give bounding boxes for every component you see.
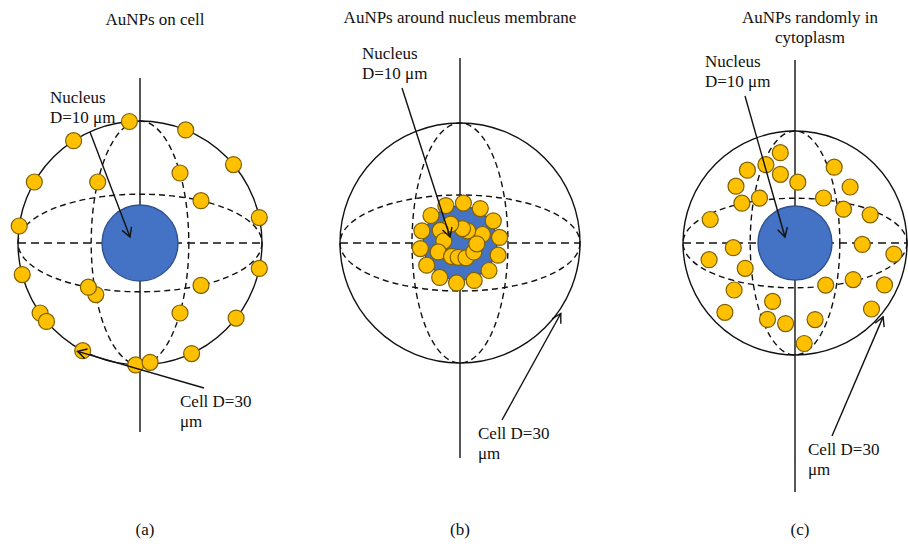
leader-arrow <box>502 314 561 421</box>
gold-nanoparticle <box>472 201 488 217</box>
nucleus <box>102 205 178 281</box>
gold-nanoparticle <box>772 145 788 161</box>
gold-nanoparticle <box>862 207 878 223</box>
gold-nanoparticle <box>432 269 448 285</box>
gold-nanoparticle <box>492 229 508 245</box>
dashed-ellipse <box>683 198 907 288</box>
leader-arrow <box>90 132 130 237</box>
gold-nanoparticle <box>842 179 858 195</box>
gold-nanoparticle <box>790 174 806 190</box>
leader-arrow <box>402 88 450 237</box>
gold-nanoparticle <box>845 272 861 288</box>
gold-nanoparticle <box>739 162 755 178</box>
callout-label: Nucleus D=10 μm <box>705 52 787 92</box>
gold-nanoparticle <box>90 174 106 190</box>
leader-arrow <box>745 96 785 237</box>
gold-nanoparticle <box>485 213 501 229</box>
gold-nanoparticle <box>778 316 794 332</box>
gold-nanoparticle <box>80 279 96 295</box>
gold-nanoparticle <box>481 263 497 279</box>
panel-heading: (a) <box>120 520 170 540</box>
gold-nanoparticle <box>725 240 741 256</box>
gold-nanoparticle <box>826 159 842 175</box>
gold-nanoparticle <box>172 165 188 181</box>
gold-nanoparticle <box>772 166 788 182</box>
gold-nanoparticle <box>178 122 194 138</box>
callout-label: Cell D=30 μm <box>808 440 898 480</box>
gold-nanoparticle <box>737 260 753 276</box>
panel-heading: AuNPs on cell <box>60 10 250 30</box>
gold-nanoparticle <box>414 223 430 239</box>
gold-nanoparticle <box>702 212 718 228</box>
gold-nanoparticle <box>455 195 471 211</box>
gold-nanoparticle <box>752 190 768 206</box>
panel-heading: AuNPs around nucleus membrane <box>290 8 630 28</box>
gold-nanoparticle <box>490 247 506 263</box>
gold-nanoparticle <box>854 236 870 252</box>
gold-nanoparticle <box>193 277 209 293</box>
gold-nanoparticle <box>251 210 267 226</box>
leader-arrow <box>78 351 205 388</box>
gold-nanoparticle <box>449 275 465 291</box>
nucleus <box>758 206 832 280</box>
dashed-ellipse <box>91 121 189 365</box>
panel-heading: AuNPs randomly in cytoplasm <box>720 8 900 48</box>
gold-nanoparticle <box>75 343 91 359</box>
gold-nanoparticle <box>39 313 55 329</box>
callout-label: Nucleus D=10 μm <box>362 44 444 84</box>
callout-label: Cell D=30 μm <box>180 392 270 432</box>
gold-nanoparticle <box>172 305 188 321</box>
cell-outline <box>340 123 580 363</box>
gold-nanoparticle <box>423 208 439 224</box>
gold-nanoparticle <box>818 277 834 293</box>
gold-nanoparticle <box>121 114 137 130</box>
gold-nanoparticle <box>11 218 27 234</box>
gold-nanoparticle <box>193 193 209 209</box>
gold-nanoparticle <box>726 282 742 298</box>
gold-nanoparticle <box>142 354 158 370</box>
cell-outline <box>18 121 262 365</box>
gold-nanoparticle <box>877 277 893 293</box>
gold-nanoparticle <box>184 346 200 362</box>
gold-nanoparticle <box>66 133 82 149</box>
gold-nanoparticle <box>26 174 42 190</box>
gold-nanoparticle <box>765 293 781 309</box>
dashed-ellipse <box>412 123 508 363</box>
gold-nanoparticle <box>412 241 428 257</box>
gold-nanoparticle <box>734 195 750 211</box>
panel-heading: (c) <box>775 520 825 540</box>
cell-outline <box>683 131 907 355</box>
gold-nanoparticle <box>717 304 733 320</box>
dashed-ellipse <box>18 194 262 292</box>
gold-nanoparticle <box>886 246 902 262</box>
gold-nanoparticle <box>226 157 242 173</box>
dashed-ellipse <box>340 195 580 291</box>
gold-nanoparticle <box>816 190 832 206</box>
gold-nanoparticle <box>469 236 485 252</box>
gold-nanoparticle <box>228 310 244 326</box>
gold-nanoparticle <box>466 272 482 288</box>
gold-nanoparticle <box>728 178 744 194</box>
gold-nanoparticle <box>796 336 812 352</box>
gold-nanoparticle <box>701 252 717 268</box>
gold-nanoparticle <box>14 267 30 283</box>
callout-label: Cell D=30 μm <box>478 424 568 464</box>
gold-nanoparticle <box>836 201 852 217</box>
gold-nanoparticle <box>807 312 823 328</box>
panel-heading: (b) <box>435 520 485 540</box>
leader-arrow <box>832 317 883 436</box>
gold-nanoparticle <box>419 257 435 273</box>
gold-nanoparticle <box>864 301 880 317</box>
callout-label: Nucleus D=10 μm <box>50 88 132 128</box>
gold-nanoparticle <box>760 311 776 327</box>
gold-nanoparticle <box>251 260 267 276</box>
